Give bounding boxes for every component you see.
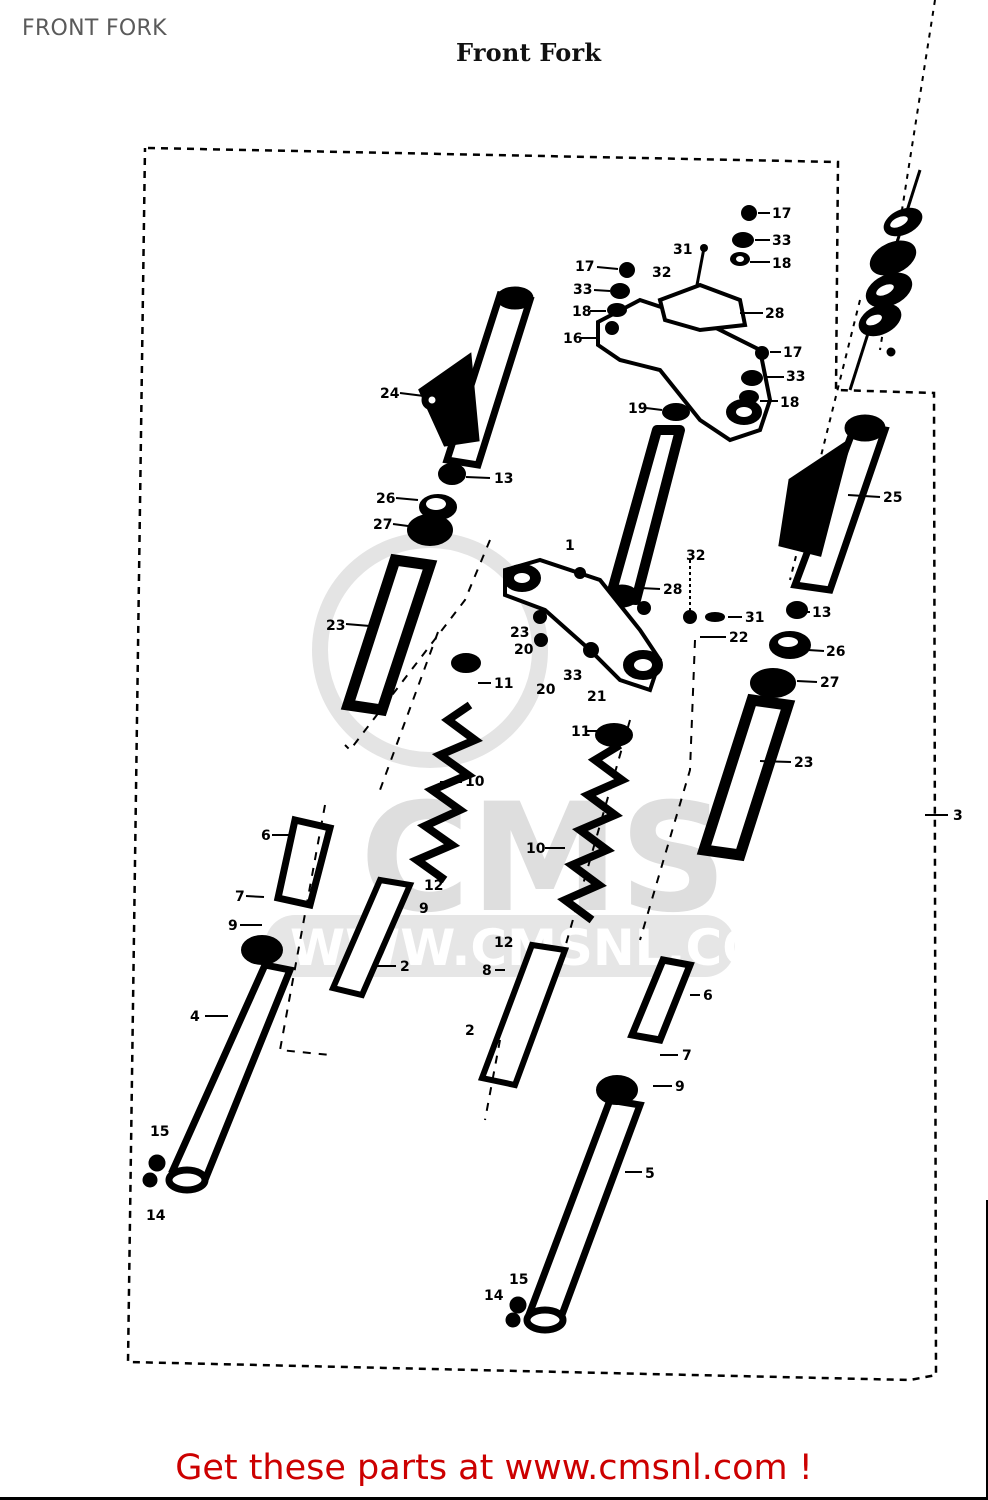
callout-7: 7	[235, 889, 245, 905]
callout-18: 18	[780, 395, 799, 411]
callout-13: 13	[812, 605, 831, 621]
callout-11: 11	[571, 724, 590, 740]
callout-17: 17	[772, 206, 791, 222]
callout-1: 1	[565, 538, 575, 554]
callout-9: 9	[228, 918, 238, 934]
callout-5: 5	[645, 1166, 655, 1182]
right-fork-cover	[750, 414, 890, 698]
callout-32: 32	[652, 265, 671, 281]
callout-9: 9	[675, 1079, 685, 1095]
callout-6: 6	[703, 988, 713, 1004]
fork-bottom-cases	[142, 815, 695, 1334]
callout-18: 18	[772, 256, 791, 272]
frame-border-right	[986, 1200, 988, 1500]
callout-33: 33	[786, 369, 805, 385]
diagram-title: Front Fork	[456, 38, 602, 67]
callout-33: 33	[563, 668, 582, 684]
callout-15: 15	[150, 1124, 169, 1140]
construction-lines	[278, 539, 696, 1121]
callout-23: 23	[326, 618, 345, 634]
callout-23: 23	[510, 625, 529, 641]
callout-20: 20	[514, 642, 534, 658]
cmsnl-shop-link[interactable]: Get these parts at www.cmsnl.com !	[175, 1448, 813, 1488]
callout-12: 12	[494, 935, 513, 951]
callout-31: 31	[745, 610, 764, 626]
stem-axis	[789, 0, 936, 581]
callout-15: 15	[509, 1272, 528, 1288]
callout-24: 24	[380, 386, 400, 402]
callout-2: 2	[400, 959, 410, 975]
callout-7: 7	[682, 1048, 692, 1064]
fork-outer-tubes	[340, 553, 796, 862]
callout-32: 32	[686, 548, 705, 564]
callout-28: 28	[765, 306, 784, 322]
callout-20: 20	[536, 682, 556, 698]
callout-3: 3	[953, 808, 963, 824]
callout-2: 2	[465, 1023, 475, 1039]
callout-16: 16	[563, 331, 582, 347]
bridge-bolts	[607, 205, 769, 421]
callout-23: 23	[794, 755, 813, 771]
assembly-boundary	[126, 146, 938, 1382]
callout-9: 9	[419, 901, 429, 917]
callout-26: 26	[376, 491, 395, 507]
callout-14: 14	[484, 1288, 504, 1304]
leader-lines	[205, 212, 948, 1173]
page-label: FRONT FORK	[22, 16, 167, 41]
steering-bearing-stack	[848, 169, 923, 391]
fork-top-bridge	[596, 282, 773, 443]
frame-border-bottom	[0, 1497, 988, 1500]
callout-10: 10	[465, 774, 485, 790]
callout-27: 27	[820, 675, 839, 691]
callout-28: 28	[663, 582, 682, 598]
callout-13: 13	[494, 471, 513, 487]
fork-bottom-bridge	[503, 557, 725, 693]
callout-4: 4	[190, 1009, 200, 1025]
callout-6: 6	[261, 828, 271, 844]
callout-33: 33	[573, 282, 592, 298]
callout-31: 31	[673, 242, 692, 258]
callout-8: 8	[482, 963, 492, 979]
callout-17: 17	[575, 259, 594, 275]
callout-14: 14	[146, 1208, 166, 1224]
callout-26: 26	[826, 644, 845, 660]
fork-inner-tubes	[328, 876, 570, 1089]
callout-12: 12	[424, 878, 443, 894]
callout-33: 33	[772, 233, 791, 249]
callout-27: 27	[373, 517, 392, 533]
fork-springs	[408, 653, 633, 924]
callout-19: 19	[628, 401, 647, 417]
callout-25: 25	[883, 490, 902, 506]
callout-17: 17	[783, 345, 802, 361]
callout-21: 21	[587, 689, 606, 705]
callout-labels: 17 33 18 31 32 17 33 18 16 28 17 33 18 1…	[146, 206, 963, 1304]
callout-10: 10	[526, 841, 546, 857]
steering-stem	[605, 425, 685, 608]
left-fork-cover	[407, 286, 535, 546]
callout-22: 22	[729, 630, 748, 646]
callout-11: 11	[494, 676, 513, 692]
callout-18: 18	[572, 304, 591, 320]
